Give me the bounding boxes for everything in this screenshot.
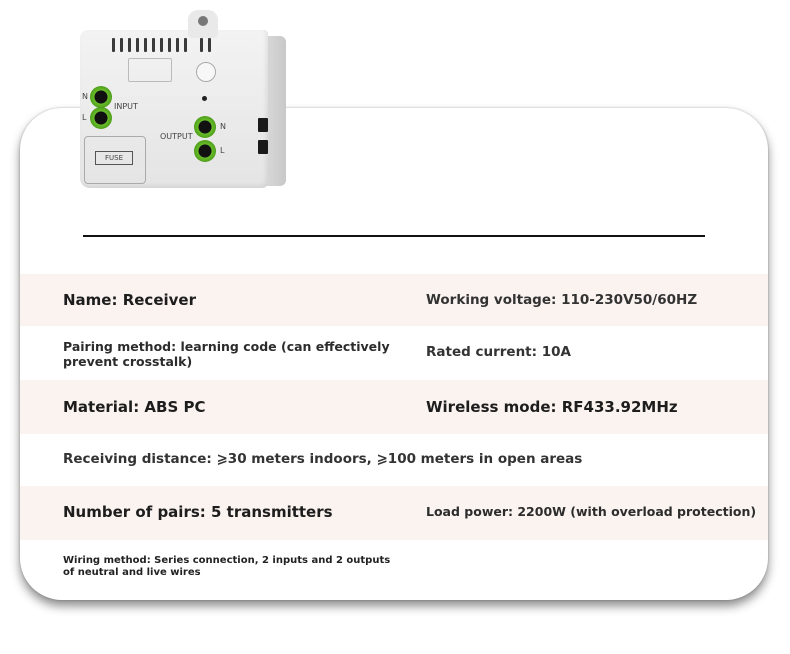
side-slot-top [258, 118, 268, 132]
spec-wireless-mode: Wireless mode: RF433.92MHz [426, 398, 678, 416]
spec-row-4: Receiving distance: ⩾30 meters indoors, … [20, 434, 768, 486]
input-l-label: L [82, 113, 87, 122]
spec-row-3: Material: ABS PC Wireless mode: RF433.92… [20, 380, 768, 434]
output-n-label: N [220, 122, 226, 131]
spec-pairing-method: Pairing method: learning code (can effec… [63, 339, 390, 369]
spec-wiring-method: Wiring method: Series connection, 2 inpu… [63, 555, 391, 578]
spec-load-power: Load power: 2200W (with overload protect… [426, 504, 757, 519]
spec-rated-current: Rated current: 10A [426, 344, 571, 360]
output-terminal-n [194, 116, 216, 138]
device-side [266, 36, 286, 186]
spec-material: Material: ABS PC [63, 398, 206, 416]
spec-row-5: Number of pairs: 5 transmitters Load pow… [20, 486, 768, 540]
spec-row-2: Pairing method: learning code (can effec… [20, 326, 768, 380]
spec-number-of-pairs: Number of pairs: 5 transmitters [63, 503, 333, 521]
input-n-label: N [82, 92, 88, 101]
input-terminal-l [90, 107, 112, 129]
side-slot-bottom [258, 140, 268, 154]
output-terminal-l [194, 140, 216, 162]
device-body [80, 30, 268, 188]
output-l-label: L [220, 146, 225, 155]
input-label: INPUT [114, 102, 138, 111]
input-terminal-n [90, 86, 112, 108]
spec-row-6: Wiring method: Series connection, 2 inpu… [20, 540, 768, 590]
hanging-hook [188, 10, 218, 38]
fuse-label: FUSE [95, 151, 133, 165]
fuse-cover: FUSE [84, 136, 146, 184]
section-divider [83, 235, 705, 237]
receiver-device-image: N L INPUT OUTPUT N L FUSE [80, 10, 286, 188]
status-led [202, 96, 207, 101]
device-label-area [128, 58, 172, 82]
output-label: OUTPUT [160, 132, 193, 141]
spec-receiving-distance: Receiving distance: ⩾30 meters indoors, … [63, 451, 583, 467]
spec-name: Name: Receiver [63, 291, 196, 309]
spec-row-1: Name: Receiver Working voltage: 110-230V… [20, 274, 768, 326]
spec-working-voltage: Working voltage: 110-230V50/60HZ [426, 292, 698, 308]
pairing-button [196, 62, 216, 82]
